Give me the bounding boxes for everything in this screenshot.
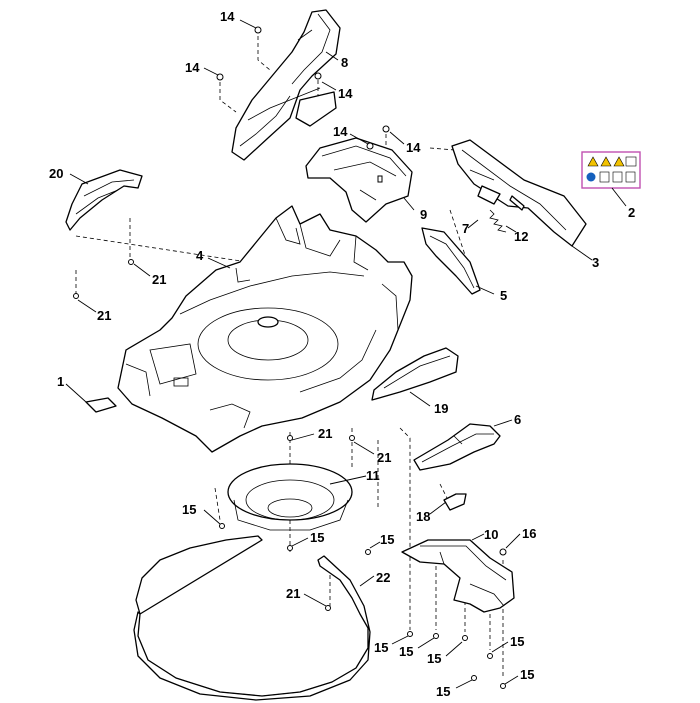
part-9-rear-bracket xyxy=(305,137,413,223)
callout-21: 21 xyxy=(286,586,300,601)
callout-5: 5 xyxy=(500,288,507,303)
blade-hazard-icon xyxy=(625,171,636,183)
screw-icon xyxy=(382,125,390,133)
callout-20: 20 xyxy=(49,166,63,181)
part-3-rear-flap xyxy=(451,139,587,247)
callout-21: 21 xyxy=(318,426,332,441)
callout-14: 14 xyxy=(220,9,235,24)
callout-18: 18 xyxy=(416,509,430,524)
screw-icon xyxy=(365,549,371,555)
screw-icon xyxy=(433,633,439,639)
callout-14: 14 xyxy=(338,86,353,101)
callout-15: 15 xyxy=(310,530,324,545)
screw-icon xyxy=(500,683,506,689)
callout-11: 11 xyxy=(366,468,380,483)
callout-15: 15 xyxy=(436,684,450,699)
manual-icon xyxy=(625,156,637,167)
fasteners xyxy=(73,26,507,689)
part-4-deck-housing xyxy=(117,205,413,453)
callout-16: 16 xyxy=(522,526,536,541)
callout-labels: 14 14 8 14 14 14 2 3 7 12 20 9 4 5 21 21… xyxy=(49,9,635,699)
part-5-bracket xyxy=(421,227,481,295)
screw-icon xyxy=(471,675,477,681)
callout-22: 22 xyxy=(376,570,390,585)
callout-15: 15 xyxy=(399,644,413,659)
part-18-clip xyxy=(443,493,467,511)
screw-icon xyxy=(499,548,507,556)
screw-icon xyxy=(216,73,224,81)
callout-14: 14 xyxy=(185,60,200,75)
callout-15: 15 xyxy=(510,634,524,649)
part-19-side-strip xyxy=(371,347,459,401)
screw-icon xyxy=(287,545,293,551)
callout-15: 15 xyxy=(374,640,388,655)
callout-14: 14 xyxy=(333,124,348,139)
callout-21: 21 xyxy=(377,450,391,465)
part-10-chute-bracket xyxy=(401,539,515,613)
part-7-spring xyxy=(489,209,507,233)
part-2-warning-label xyxy=(581,151,641,189)
hand-hazard-icon xyxy=(599,171,610,183)
callout-3: 3 xyxy=(592,255,599,270)
callout-21: 21 xyxy=(152,272,166,287)
callout-8: 8 xyxy=(341,55,348,70)
callout-15: 15 xyxy=(427,651,441,666)
screw-icon xyxy=(349,435,355,441)
part-11-blade-ring xyxy=(227,463,353,531)
screw-icon xyxy=(219,523,225,529)
callout-4: 4 xyxy=(196,248,204,263)
callout-12: 12 xyxy=(514,229,528,244)
callout-9: 9 xyxy=(420,207,427,222)
screw-icon xyxy=(487,653,493,659)
part-8-handle-bracket xyxy=(231,9,341,161)
part-12-pin xyxy=(509,195,525,211)
screw-icon xyxy=(366,142,374,150)
warning-triangle-icon xyxy=(600,156,612,167)
callout-10: 10 xyxy=(484,527,498,542)
callout-15: 15 xyxy=(520,667,534,682)
callout-19: 19 xyxy=(434,401,448,416)
callout-2: 2 xyxy=(628,205,635,220)
screw-icon xyxy=(462,635,468,641)
screw-icon xyxy=(314,72,322,80)
part-20-side-trim xyxy=(65,169,143,231)
callout-15: 15 xyxy=(182,502,196,517)
screw-icon xyxy=(325,605,331,611)
callout-14: 14 xyxy=(406,140,421,155)
screw-icon xyxy=(73,293,79,299)
warning-triangle-icon xyxy=(613,156,625,167)
callout-1: 1 xyxy=(57,374,64,389)
person-hazard-icon xyxy=(612,171,623,183)
info-icon xyxy=(586,172,596,182)
callout-15: 15 xyxy=(380,532,394,547)
leader-lines xyxy=(65,19,627,689)
screw-icon xyxy=(287,435,293,441)
part-22-skirt xyxy=(133,535,371,701)
part-6-deflector xyxy=(413,423,501,471)
screw-icon xyxy=(254,26,262,34)
warning-triangle-icon xyxy=(587,156,599,167)
callout-7: 7 xyxy=(462,221,469,236)
callout-6: 6 xyxy=(514,412,521,427)
part-1-plate xyxy=(85,397,117,413)
callout-21: 21 xyxy=(97,308,111,323)
screw-icon xyxy=(128,259,134,265)
screw-icon xyxy=(407,631,413,637)
